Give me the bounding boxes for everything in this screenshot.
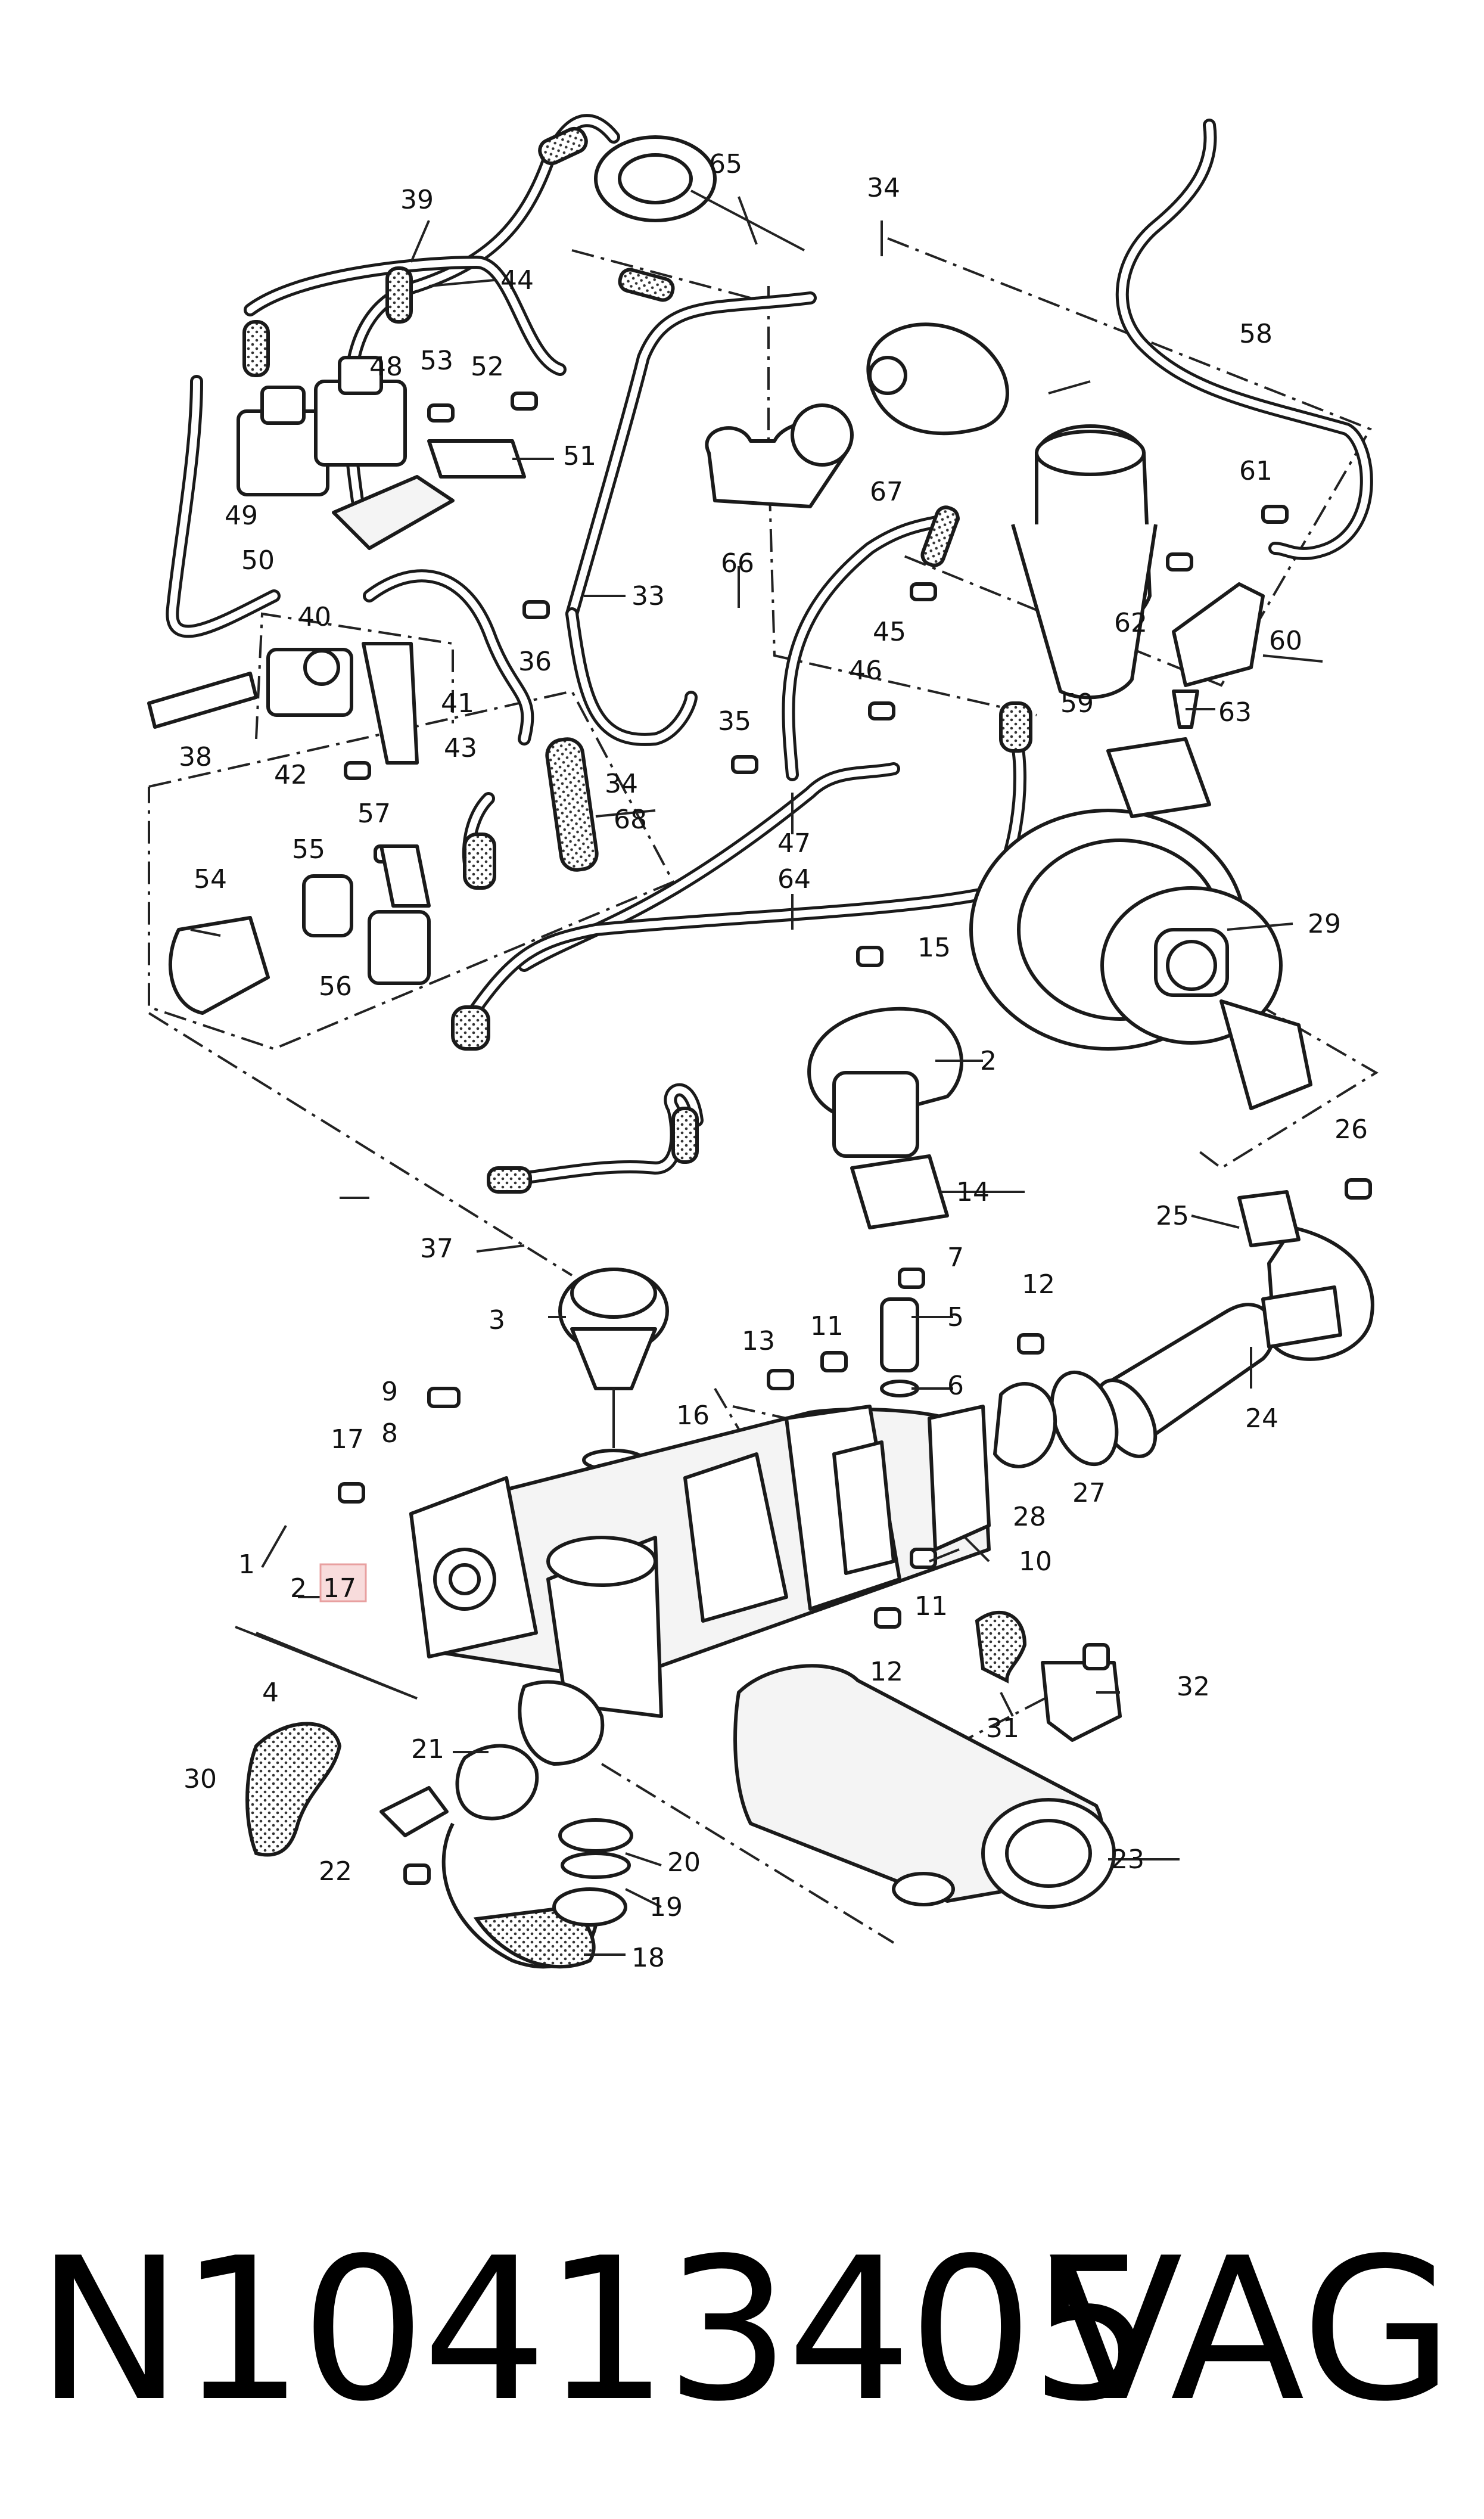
callout-49: 49 bbox=[225, 501, 258, 531]
callout-3: 3 bbox=[489, 1305, 505, 1335]
sensor-probe-4 bbox=[235, 1626, 418, 1700]
callout-54: 54 bbox=[194, 864, 227, 894]
callout-37: 37 bbox=[420, 1234, 453, 1264]
callout-44: 44 bbox=[500, 265, 534, 296]
egr-cooler-1 bbox=[409, 1405, 991, 1718]
intake-manifold-pipe-23 bbox=[733, 1664, 1116, 1909]
charge-pipe-24 bbox=[1094, 1190, 1374, 1458]
callout-46: 46 bbox=[849, 656, 882, 686]
callout-35: 35 bbox=[718, 706, 751, 737]
clamps-27-28 bbox=[993, 1370, 1119, 1468]
vacuum-actuator-65 bbox=[594, 135, 805, 251]
callout-14: 14 bbox=[956, 1177, 990, 1207]
turbocharger-29 bbox=[969, 737, 1312, 1110]
callout-34b: 34 bbox=[605, 769, 638, 799]
callout-11b: 11 bbox=[914, 1591, 948, 1622]
lower-pipe-18 bbox=[379, 1680, 633, 1969]
callout-58: 58 bbox=[1239, 319, 1273, 349]
callout-9: 9 bbox=[381, 1377, 398, 1407]
callout-50: 50 bbox=[241, 545, 275, 576]
callout-17-highlighted: 17 bbox=[323, 1573, 356, 1604]
small-hoses-30-31-32 bbox=[245, 1610, 1122, 1857]
callout-15: 15 bbox=[917, 933, 951, 963]
callout-67: 67 bbox=[870, 477, 903, 507]
callout-12b: 12 bbox=[870, 1657, 903, 1687]
callout-18: 18 bbox=[631, 1943, 665, 1973]
callout-65: 65 bbox=[709, 149, 742, 179]
callout-4: 4 bbox=[262, 1678, 279, 1708]
callout-labels: 65 34 39 44 58 48 53 52 51 67 61 49 50 6… bbox=[179, 149, 1368, 1973]
part-number: N10413405 bbox=[36, 2216, 1155, 2445]
callout-7: 7 bbox=[947, 1243, 964, 1273]
sensor-housings bbox=[705, 322, 1009, 508]
vacuum-actuator-3 bbox=[558, 1268, 669, 1471]
callout-38: 38 bbox=[179, 742, 212, 772]
leader-lines bbox=[190, 196, 1323, 1956]
callout-53: 53 bbox=[420, 346, 453, 376]
callout-40: 40 bbox=[298, 602, 331, 632]
callout-22: 22 bbox=[319, 1856, 352, 1887]
callout-66: 66 bbox=[721, 548, 754, 579]
callout-45: 45 bbox=[873, 617, 906, 647]
exploded-parts-diagram: 65 34 39 44 58 48 53 52 51 67 61 49 50 6… bbox=[147, 114, 1379, 1973]
hose-harness-upper bbox=[166, 114, 1373, 1186]
callout-39: 39 bbox=[400, 185, 434, 215]
callout-11: 11 bbox=[810, 1311, 844, 1341]
callout-12: 12 bbox=[1022, 1269, 1055, 1300]
callout-51: 51 bbox=[563, 441, 596, 471]
callout-57: 57 bbox=[357, 799, 391, 829]
callout-25: 25 bbox=[1156, 1201, 1189, 1231]
callout-27: 27 bbox=[1072, 1478, 1106, 1508]
callout-23: 23 bbox=[1111, 1844, 1144, 1875]
callout-60: 60 bbox=[1269, 626, 1302, 656]
callout-17: 17 bbox=[331, 1424, 364, 1455]
callout-55: 55 bbox=[292, 834, 325, 865]
callout-62: 62 bbox=[1114, 608, 1147, 638]
rubber-sleeves bbox=[242, 126, 1032, 1194]
callout-13: 13 bbox=[742, 1326, 775, 1356]
footer: N10413405 VAG bbox=[36, 2205, 1454, 2467]
callout-47: 47 bbox=[777, 828, 811, 859]
callout-24: 24 bbox=[1245, 1403, 1278, 1434]
callout-21: 21 bbox=[411, 1734, 444, 1765]
callout-68: 68 bbox=[614, 805, 647, 835]
callout-33: 33 bbox=[631, 581, 665, 611]
callout-63: 63 bbox=[1218, 697, 1252, 728]
callout-10: 10 bbox=[1019, 1546, 1052, 1577]
callout-34: 34 bbox=[867, 173, 900, 203]
egr-valve-2 bbox=[807, 1007, 963, 1397]
callout-19: 19 bbox=[649, 1892, 683, 1922]
cable-tie-38 bbox=[147, 672, 258, 729]
callout-5: 5 bbox=[947, 1302, 964, 1333]
brand-label: VAG bbox=[1048, 2216, 1454, 2445]
callout-2b: 2 bbox=[290, 1573, 307, 1604]
callout-48: 48 bbox=[369, 352, 403, 382]
callout-6: 6 bbox=[947, 1371, 964, 1401]
callout-16: 16 bbox=[676, 1400, 710, 1431]
callout-42: 42 bbox=[274, 760, 307, 790]
callout-2: 2 bbox=[980, 1046, 997, 1076]
callout-52: 52 bbox=[471, 352, 504, 382]
callout-43: 43 bbox=[444, 733, 477, 763]
callout-59: 59 bbox=[1060, 688, 1094, 719]
callout-26: 26 bbox=[1334, 1114, 1368, 1145]
callout-20: 20 bbox=[667, 1847, 701, 1878]
callout-61: 61 bbox=[1239, 456, 1273, 486]
callout-30: 30 bbox=[183, 1764, 217, 1794]
callout-8: 8 bbox=[381, 1418, 398, 1449]
callout-1: 1 bbox=[238, 1549, 255, 1580]
highlight-box-17 bbox=[319, 1563, 367, 1602]
solenoid-valves bbox=[237, 356, 526, 765]
callout-41: 41 bbox=[441, 688, 474, 719]
callout-56: 56 bbox=[319, 971, 352, 1002]
filter-canister-59 bbox=[1011, 424, 1265, 700]
callout-29: 29 bbox=[1308, 909, 1341, 939]
callout-32: 32 bbox=[1177, 1672, 1210, 1702]
callout-31: 31 bbox=[986, 1713, 1019, 1744]
callout-64: 64 bbox=[777, 864, 811, 894]
sensor-unit-54 bbox=[169, 844, 431, 1015]
callout-28: 28 bbox=[1013, 1502, 1046, 1532]
callout-36: 36 bbox=[518, 647, 552, 677]
